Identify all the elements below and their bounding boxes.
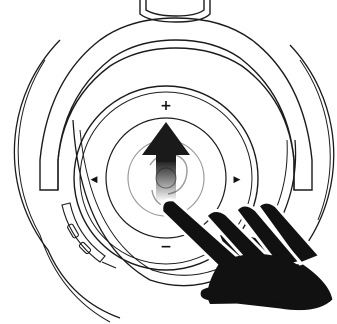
previous-symbol: ◀ [91, 175, 98, 185]
volume-down-symbol: − [160, 239, 172, 255]
button-3 [102, 262, 116, 268]
hand-pointer-icon [162, 200, 334, 312]
outer-ring [14, 40, 120, 318]
hand-back [208, 254, 330, 304]
button-1 [67, 223, 79, 238]
arrow-tail [156, 160, 176, 202]
next-symbol: ▶ [234, 175, 241, 185]
arrow-up-icon [142, 122, 190, 202]
outer-ring-2 [18, 60, 110, 322]
button-strip-icon [62, 203, 116, 268]
button-strip [62, 203, 105, 262]
outer-ring-right-2 [300, 60, 330, 220]
arrow-head [142, 122, 190, 162]
headband-top-inner [146, 0, 204, 16]
volume-up-symbol: + [160, 98, 172, 114]
